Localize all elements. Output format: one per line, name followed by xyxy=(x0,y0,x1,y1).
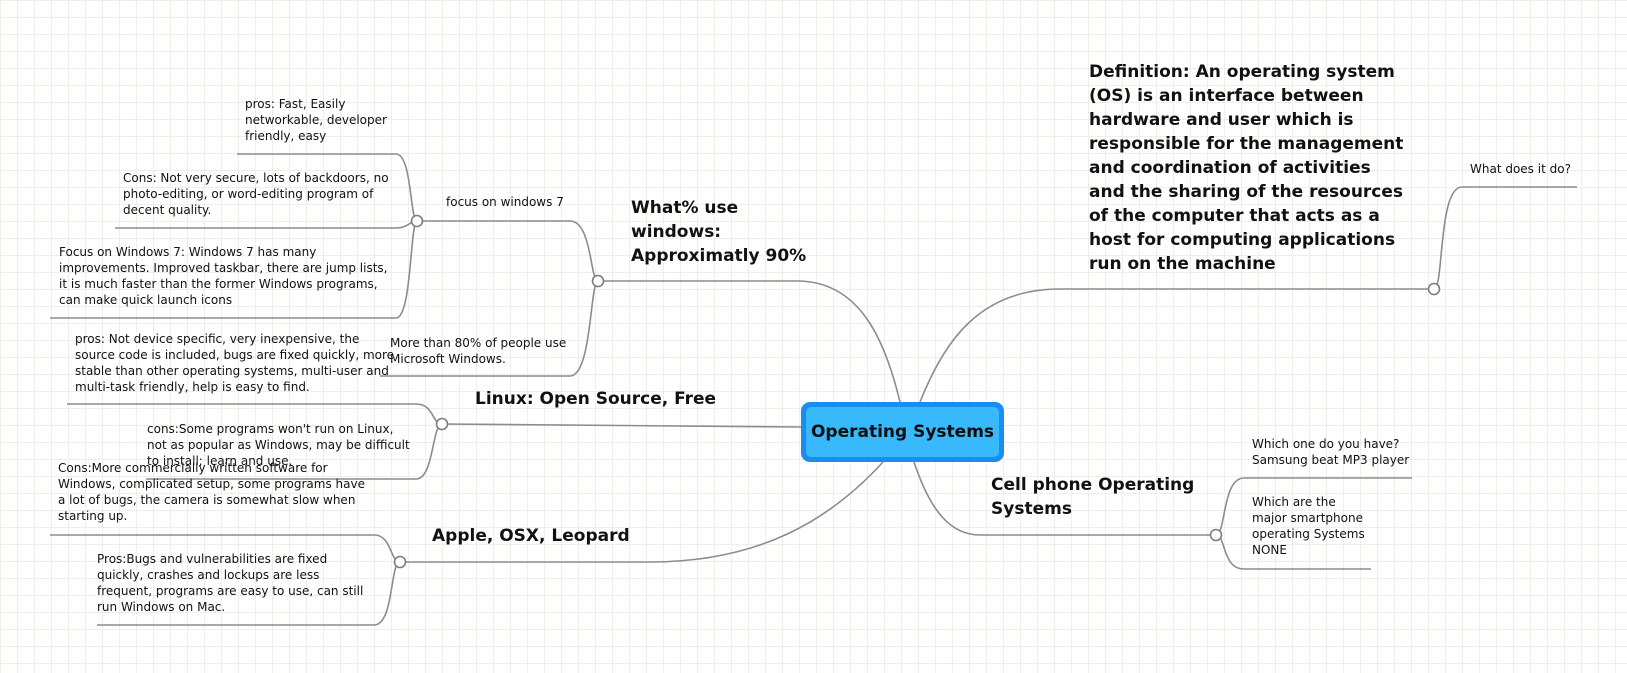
topic-linux-cons[interactable]: cons:Some programs won't run on Linux, n… xyxy=(147,422,410,468)
connector-central-cell xyxy=(913,461,1216,536)
collapse-knob-focus[interactable] xyxy=(410,214,424,228)
topic-cell-which-one[interactable]: Which one do you have? Samsung beat MP3 … xyxy=(1252,437,1410,467)
topic-windows-cons[interactable]: Cons: Not very secure, lots of backdoors… xyxy=(123,171,389,217)
topic-focus-windows-7[interactable]: focus on windows 7 xyxy=(446,195,564,209)
connector-focus-cons xyxy=(115,220,418,229)
connector-central-apple xyxy=(400,461,884,563)
connector-central-linux xyxy=(441,423,802,428)
connector-windows-focus xyxy=(417,220,599,282)
topic-what-does-it-do[interactable]: What does it do? xyxy=(1470,162,1571,176)
collapse-knob-cell[interactable] xyxy=(1209,528,1223,542)
topic-windows-share[interactable]: More than 80% of people use Microsoft Wi… xyxy=(390,336,567,366)
topic-linux-pros[interactable]: pros: Not device specific, very inexpens… xyxy=(75,332,395,394)
collapse-knob-apple[interactable] xyxy=(393,555,407,569)
topic-apple-pros[interactable]: Pros:Bugs and vulnerabilities are fixed … xyxy=(97,552,364,614)
connector-central-definition xyxy=(919,288,1434,403)
topic-linux[interactable]: Linux: Open Source, Free xyxy=(475,389,717,409)
topic-apple[interactable]: Apple, OSX, Leopard xyxy=(432,526,630,546)
topic-windows[interactable]: What% use windows: Approximatly 90% xyxy=(631,198,807,266)
collapse-knob-definition[interactable] xyxy=(1427,282,1441,296)
topic-windows-7-detail[interactable]: Focus on Windows 7: Windows 7 has many i… xyxy=(59,245,388,307)
collapse-knob-linux[interactable] xyxy=(435,417,449,431)
connector-definition-child xyxy=(1433,186,1577,290)
topic-windows-pros[interactable]: pros: Fast, Easily networkable, develope… xyxy=(245,97,387,143)
topic-cell-phone[interactable]: Cell phone Operating Systems xyxy=(991,475,1195,519)
central-topic-label: Operating Systems xyxy=(806,407,999,457)
topic-cell-major-smartphone[interactable]: Which are the major smartphone operating… xyxy=(1252,495,1365,557)
connector-central-windows xyxy=(598,280,901,403)
central-topic[interactable]: Operating Systems xyxy=(801,402,1004,462)
topic-definition[interactable]: Definition: An operating system (OS) is … xyxy=(1089,62,1404,274)
topic-apple-cons[interactable]: Cons:More commercially written software … xyxy=(58,461,365,523)
collapse-knob-windows[interactable] xyxy=(591,274,605,288)
